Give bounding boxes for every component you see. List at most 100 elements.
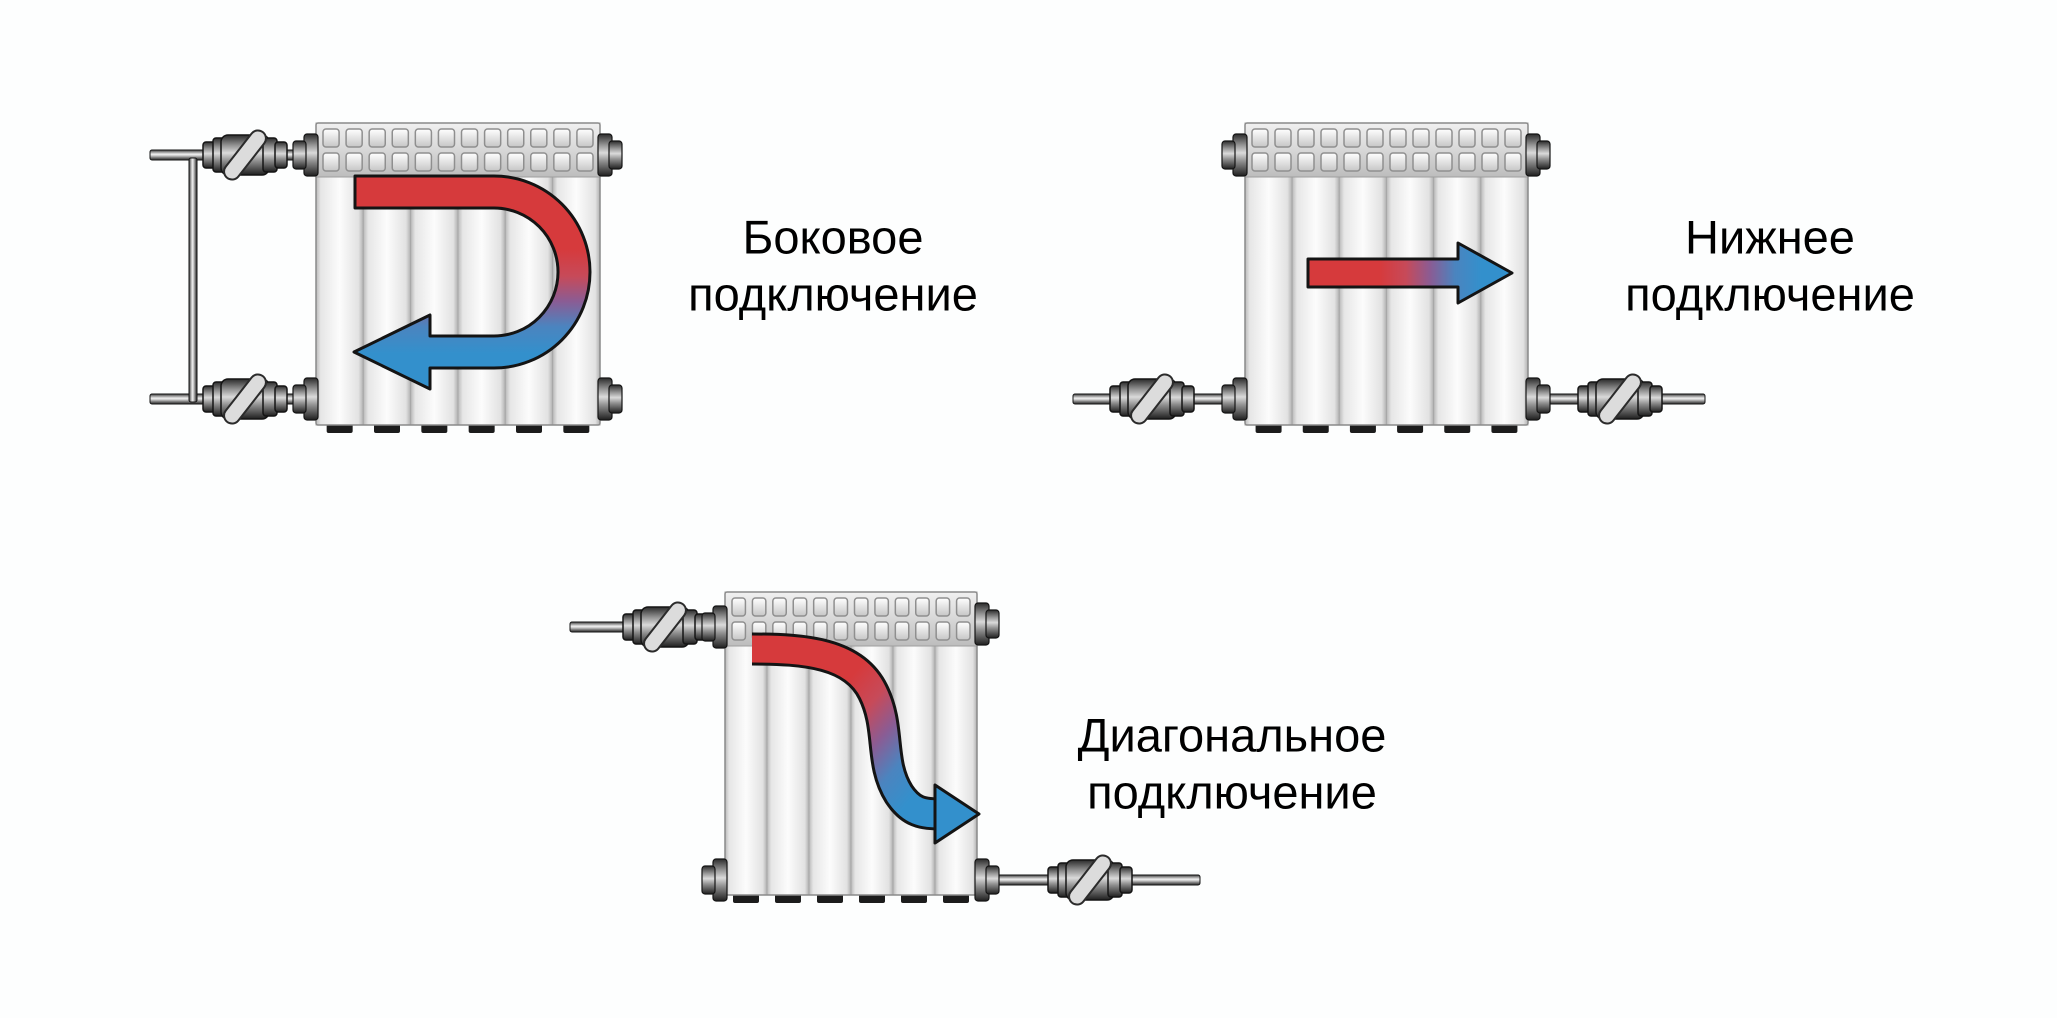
radiator-header-window xyxy=(833,621,849,641)
radiator-header-window xyxy=(1504,128,1522,148)
radiator-header-window xyxy=(345,128,363,148)
radiator-header-window xyxy=(731,597,747,617)
radiator-header-window xyxy=(506,128,525,148)
radiator-header-window xyxy=(874,621,890,641)
radiator-header-window xyxy=(894,597,910,617)
end-cap xyxy=(597,133,623,177)
radiator-header-window xyxy=(1297,128,1315,148)
end-cap xyxy=(974,602,1000,646)
radiator-header-window xyxy=(1320,128,1338,148)
radiator-header-window xyxy=(1481,128,1499,148)
pipe-connector xyxy=(292,133,319,177)
label-diagonal-line2: подключение xyxy=(1087,766,1377,819)
radiator-header-window xyxy=(1343,128,1361,148)
label-diagonal-line1: Диагональное xyxy=(1077,708,1387,762)
label-side-line2: подключение xyxy=(688,268,978,321)
radiator-header-window xyxy=(1251,152,1269,172)
radiator-header-window xyxy=(414,128,433,148)
radiator-header-window xyxy=(483,128,502,148)
radiator-header-window xyxy=(935,597,951,617)
end-cap xyxy=(701,858,728,902)
radiator-header-window xyxy=(1366,128,1384,148)
label-bottom-line2: подключение xyxy=(1625,268,1915,321)
pipe-connector xyxy=(974,858,1000,902)
radiator-header-window xyxy=(368,152,386,172)
radiator-header-window xyxy=(894,621,910,641)
radiator-header-window xyxy=(322,128,340,148)
radiator-header-window xyxy=(1481,152,1499,172)
radiator-header-window xyxy=(915,621,930,641)
radiator-header-window xyxy=(530,128,548,148)
radiator-header-window xyxy=(1435,128,1453,148)
radiator-header-window xyxy=(1412,128,1430,148)
radiator-header-window xyxy=(576,152,594,172)
radiator-header-window xyxy=(1389,128,1407,148)
radiator-header-window xyxy=(874,597,890,617)
valve-handle xyxy=(223,373,267,425)
valve-handle xyxy=(223,129,267,181)
radiator-header-window xyxy=(437,128,456,148)
radiator-outline xyxy=(315,122,601,426)
label-bottom-connection: Нижнее подключение xyxy=(1625,209,1915,324)
radiator-header-window xyxy=(437,152,456,172)
valve-icon xyxy=(1577,373,1663,425)
pipe xyxy=(188,157,198,403)
radiator-header-window xyxy=(853,621,869,641)
radiator-header-window xyxy=(731,621,747,641)
valve-handle xyxy=(1068,854,1112,906)
radiator-header-window xyxy=(576,128,594,148)
radiator-header-window xyxy=(915,597,930,617)
radiator-header xyxy=(1244,122,1529,178)
radiator xyxy=(315,122,601,433)
diagram-diagonal-connection xyxy=(569,591,1201,906)
radiator-header-window xyxy=(1389,152,1407,172)
label-diagonal-connection: Диагональное подключение xyxy=(1078,707,1387,822)
radiator-header-window xyxy=(833,597,849,617)
radiator-header-window xyxy=(368,128,386,148)
radiator-header-window xyxy=(1251,128,1269,148)
label-bottom-line1: Нижнее xyxy=(1685,210,1855,264)
radiator-header-window xyxy=(955,621,971,641)
valve-icon xyxy=(1047,854,1133,906)
valve-icon xyxy=(622,601,708,653)
radiator-header-window xyxy=(391,128,410,148)
radiator-header-window xyxy=(812,597,828,617)
radiator-header-window xyxy=(1458,152,1476,172)
radiator-header-window xyxy=(506,152,525,172)
label-side-line1: Боковое xyxy=(742,210,924,264)
diagram-side-connection xyxy=(149,122,623,433)
end-cap xyxy=(1525,133,1551,177)
radiator-header-window xyxy=(1412,152,1430,172)
radiator-header-window xyxy=(1458,128,1476,148)
label-side-connection: Боковое подключение xyxy=(688,209,978,324)
end-cap xyxy=(597,377,623,421)
radiator-header-window xyxy=(935,621,951,641)
radiator-header-window xyxy=(1274,128,1292,148)
radiator-header-window xyxy=(530,152,548,172)
radiator-header-window xyxy=(460,152,479,172)
radiator-header-window xyxy=(1274,152,1292,172)
radiator-header-window xyxy=(553,128,571,148)
valve-handle xyxy=(643,601,687,653)
radiator-header-window xyxy=(414,152,433,172)
radiator-header-window xyxy=(322,152,340,172)
radiator-header-window xyxy=(1366,152,1384,172)
radiator-header-window xyxy=(1504,152,1522,172)
radiator-header-window xyxy=(955,597,971,617)
radiator-header-window xyxy=(553,152,571,172)
radiator-header-window xyxy=(1435,152,1453,172)
radiator-header-window xyxy=(853,597,869,617)
flow-arrow xyxy=(751,632,981,845)
radiator-header-window xyxy=(1343,152,1361,172)
radiator-header-window xyxy=(345,152,363,172)
radiator-header-window xyxy=(483,152,502,172)
radiator-header-window xyxy=(772,597,787,617)
pipe-connector xyxy=(1221,377,1248,421)
flow-arrow xyxy=(352,174,592,391)
flow-arrow xyxy=(1306,241,1514,305)
valve-icon xyxy=(1109,373,1195,425)
diagram-bottom-connection xyxy=(1072,122,1706,433)
radiator-header-window xyxy=(391,152,410,172)
